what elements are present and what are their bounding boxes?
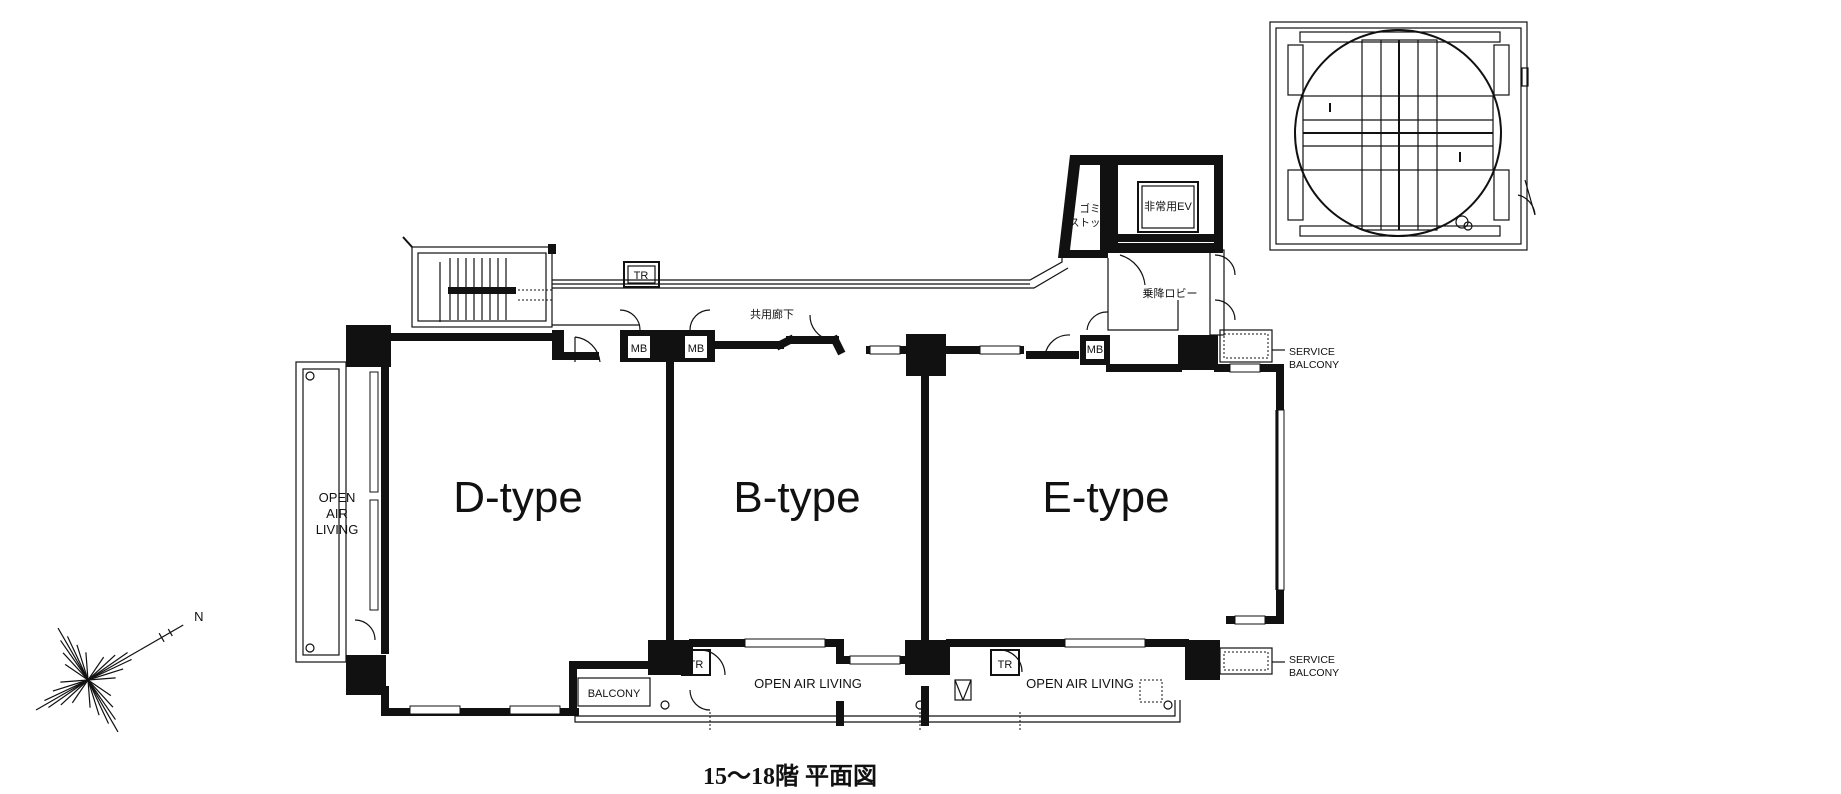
doors — [354, 309, 1109, 711]
compass-rose: N — [35, 609, 204, 733]
mb-2-label: MB — [688, 343, 705, 355]
tr-mid-label: TR — [689, 659, 704, 671]
corridor-label: 共用廊下 — [750, 307, 794, 321]
unit-d-type-label: D-type — [453, 473, 583, 522]
garbage-stock-line1: ゴミ — [1080, 202, 1101, 215]
room-labels: OPEN AIR LIVING OPEN AIR LIVING OPEN AIR… — [316, 200, 1339, 707]
balconies — [295, 329, 1285, 730]
tr-top-label: TR — [634, 270, 649, 282]
lobby-label: 乗降ロビー — [1143, 286, 1198, 300]
core-service — [1058, 155, 1236, 336]
key-plan — [1269, 21, 1536, 251]
stair — [402, 236, 556, 328]
service-balcony-top-line1: SERVICE — [1289, 346, 1335, 358]
key-plan-inner-frame — [1275, 27, 1522, 245]
mb-1-label: MB — [631, 343, 648, 355]
emergency-ev-label: 非常用EV — [1144, 200, 1192, 213]
open-air-living-left-line3: LIVING — [316, 522, 359, 537]
open-air-living-mid: OPEN AIR LIVING — [754, 676, 862, 691]
tr-right-label: TR — [998, 659, 1013, 671]
windows — [369, 345, 1266, 715]
garbage-stock-line2: ストック — [1069, 217, 1111, 229]
floor-plan-caption: 15～18階 平面図 — [703, 763, 877, 790]
mb-3-label: MB — [1087, 344, 1104, 356]
unit-e-type-label: E-type — [1042, 473, 1169, 522]
service-balcony-top-line2: BALCONY — [1289, 359, 1339, 371]
tr-mid-box — [681, 649, 711, 676]
compass-star — [35, 624, 184, 733]
service-balcony-bottom-line1: SERVICE — [1289, 654, 1335, 666]
equipment-labels: TR TR TR MB MB MB — [631, 270, 1104, 671]
unit-labels: D-type B-type E-type — [453, 473, 1169, 522]
service-balcony-bottom-line2: BALCONY — [1289, 667, 1339, 679]
emergency-ev-car — [1137, 181, 1199, 233]
tr-top-box — [623, 261, 660, 288]
unit-b-type-label: B-type — [733, 473, 860, 522]
open-air-living-right: OPEN AIR LIVING — [1026, 676, 1134, 691]
common-corridor — [552, 250, 1069, 326]
compass-north-label: N — [194, 609, 203, 624]
key-plan-frame — [1269, 21, 1528, 251]
open-air-living-left-line1: OPEN — [319, 490, 356, 505]
balcony-label: BALCONY — [588, 688, 641, 700]
open-air-living-left-line2: AIR — [326, 506, 348, 521]
